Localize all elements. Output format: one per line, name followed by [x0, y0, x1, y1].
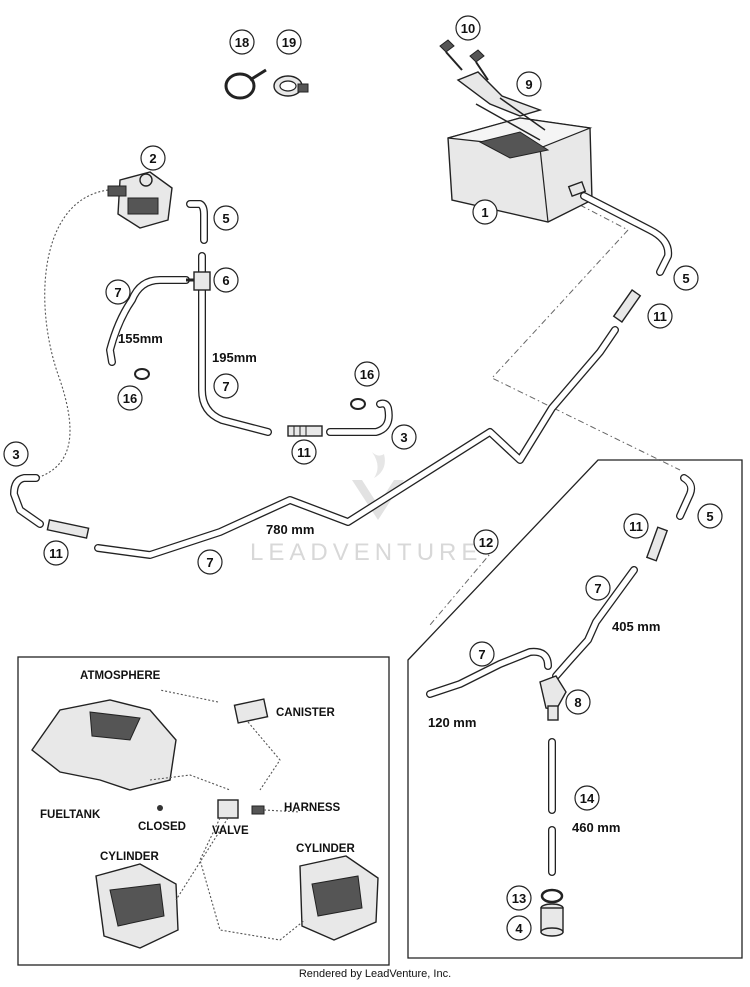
connector-11-right: [612, 289, 642, 323]
callout-7-405: 7: [585, 575, 611, 601]
svg-text:8: 8: [574, 695, 581, 710]
hose-clamp-16-left: [134, 368, 150, 380]
callout-1: 1: [472, 199, 498, 225]
hose-clamp-19: [273, 75, 309, 97]
hose-clamp-16-right: [350, 398, 366, 410]
callout-11-lower: 11: [623, 513, 649, 539]
kit-12-border: [407, 459, 743, 959]
dimension-labels: 155mm 195mm 780 mm 405 mm 120 mm 460 mm: [118, 331, 660, 835]
label-fueltank: FUELTANK: [40, 809, 101, 821]
callout-7-mid: 7: [213, 373, 239, 399]
dim-405mm: 405 mm: [612, 619, 660, 634]
purge-valve-2: [107, 171, 173, 229]
hose-network: [10, 192, 696, 876]
callout-7-bottom: 7: [197, 549, 223, 575]
callout-11-left: 11: [43, 540, 69, 566]
callout-5-top: 5: [213, 205, 239, 231]
dim-780mm: 780 mm: [266, 522, 314, 537]
label-harness: HARNESS: [284, 802, 341, 814]
connector-11-middle: [287, 425, 323, 437]
callout-11-mid: 11: [291, 439, 317, 465]
callout-13: 13: [506, 885, 532, 911]
svg-text:5: 5: [222, 211, 229, 226]
canister-illustration: [233, 698, 269, 724]
schematic-inset: ATMOSPHERE CANISTER FUELTANK CLOSED VALV…: [17, 656, 390, 966]
svg-text:16: 16: [123, 391, 137, 406]
svg-text:7: 7: [478, 647, 485, 662]
callout-9: 9: [516, 71, 542, 97]
label-closed: CLOSED: [138, 821, 186, 833]
callout-5-right: 5: [673, 265, 699, 291]
dim-195mm: 195mm: [212, 350, 257, 365]
label-cylinder-left: CYLINDER: [100, 851, 159, 863]
svg-text:14: 14: [580, 791, 595, 806]
fuel-tank-illustration: [31, 699, 177, 791]
svg-text:7: 7: [114, 285, 121, 300]
svg-text:12: 12: [479, 535, 493, 550]
svg-text:11: 11: [653, 309, 667, 324]
svg-text:7: 7: [206, 555, 213, 570]
dim-155mm: 155mm: [118, 331, 163, 346]
svg-text:9: 9: [525, 77, 532, 92]
callout-7-120: 7: [469, 641, 495, 667]
svg-text:3: 3: [400, 430, 407, 445]
fuel-tank-fitting-4: [540, 903, 564, 937]
svg-text:18: 18: [235, 35, 249, 50]
dim-460mm: 460 mm: [572, 820, 620, 835]
dim-120mm: 120 mm: [428, 715, 476, 730]
callout-12: 12: [473, 529, 499, 555]
callout-8: 8: [565, 689, 591, 715]
svg-text:5: 5: [682, 271, 689, 286]
svg-text:7: 7: [222, 379, 229, 394]
label-atmosphere: ATMOSPHERE: [80, 670, 161, 682]
footer-credit: Rendered by LeadVenture, Inc.: [299, 968, 451, 980]
svg-text:1: 1: [481, 205, 488, 220]
svg-text:6: 6: [222, 273, 229, 288]
callout-16-right: 16: [354, 361, 380, 387]
callout-5-lower: 5: [697, 503, 723, 529]
hose-clamp-13: [540, 888, 564, 904]
label-canister: CANISTER: [276, 707, 335, 719]
svg-text:2: 2: [149, 151, 156, 166]
svg-text:7: 7: [594, 581, 601, 596]
callout-11-right: 11: [647, 303, 673, 329]
callout-16-left: 16: [117, 385, 143, 411]
valve-illustration: [217, 799, 239, 819]
bracket-9: [456, 71, 546, 141]
svg-text:5: 5: [706, 509, 713, 524]
svg-text:11: 11: [629, 519, 643, 534]
y-fitting-8: [539, 675, 567, 721]
svg-text:13: 13: [512, 891, 526, 906]
carbon-canister-1: [447, 117, 593, 223]
callout-19: 19: [276, 29, 302, 55]
watermark-text: LEADVENTURE: [250, 539, 482, 566]
svg-text:4: 4: [515, 921, 523, 936]
callout-18: 18: [229, 29, 255, 55]
connector-11-lower: [645, 526, 669, 562]
screw-10: [439, 39, 489, 81]
callout-6: 6: [213, 267, 239, 293]
label-cylinder-right: CYLINDER: [296, 843, 355, 855]
svg-text:11: 11: [297, 445, 311, 460]
svg-text:10: 10: [461, 21, 475, 36]
callout-14: 14: [574, 785, 600, 811]
cable-tie-18: [224, 68, 267, 100]
callout-3-mid: 3: [391, 424, 417, 450]
label-valve: VALVE: [212, 825, 249, 837]
svg-text:3: 3: [12, 447, 19, 462]
callout-10: 10: [455, 15, 481, 41]
callout-7-left: 7: [105, 279, 131, 305]
callout-2: 2: [140, 145, 166, 171]
assembly-lines: [29, 188, 681, 626]
svg-text:11: 11: [49, 546, 63, 561]
t-piece-6: [186, 271, 211, 291]
callout-4: 4: [506, 915, 532, 941]
svg-text:16: 16: [360, 367, 374, 382]
svg-text:19: 19: [282, 35, 296, 50]
connector-11-left: [46, 519, 90, 539]
callout-3-left: 3: [3, 441, 29, 467]
